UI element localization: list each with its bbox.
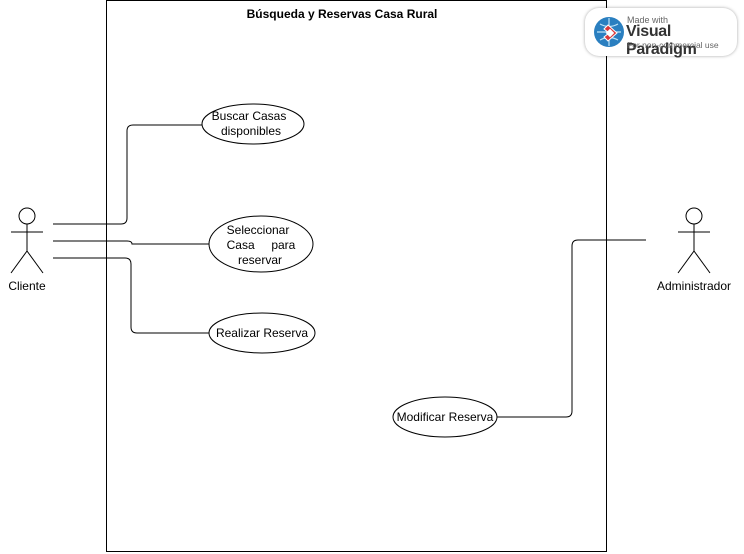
actor-head bbox=[18, 207, 36, 225]
association-modificar[interactable] bbox=[497, 239, 646, 418]
association-seleccionar[interactable] bbox=[53, 240, 210, 245]
visual-paradigm-badge[interactable]: Made with Visual Paradigm For non-commer… bbox=[585, 8, 737, 58]
usecase-buscar-label-1: Buscar Casas bbox=[212, 109, 287, 123]
association-realizar[interactable] bbox=[53, 257, 209, 334]
actor-administrador[interactable] bbox=[677, 207, 711, 274]
visual-paradigm-logo-icon bbox=[594, 17, 624, 47]
usecase-seleccionar-casa[interactable] bbox=[208, 215, 314, 273]
actor-head bbox=[685, 207, 703, 225]
association-buscar[interactable] bbox=[53, 124, 202, 225]
usecase-seleccionar-label-1: Seleccionar bbox=[227, 223, 290, 237]
usecase-realizar-reserva[interactable] bbox=[208, 312, 316, 354]
usecase-modificar-reserva[interactable] bbox=[392, 396, 498, 438]
usecase-modificar-label: Modificar Reserva bbox=[397, 410, 494, 424]
usecase-seleccionar-label-3: reservar bbox=[238, 253, 282, 267]
badge-brand: Visual Paradigm bbox=[626, 23, 697, 58]
badge-note: For non-commercial use bbox=[627, 40, 719, 50]
actor-administrador-label: Administrador bbox=[657, 279, 731, 293]
badge-made-with: Made with bbox=[627, 15, 669, 25]
usecase-seleccionar-label-2: Casa para bbox=[227, 238, 296, 252]
actor-cliente-label: Cliente bbox=[8, 279, 46, 293]
system-boundary[interactable] bbox=[106, 0, 607, 552]
usecase-buscar-label-2: disponibles bbox=[221, 124, 281, 138]
system-title: Búsqueda y Reservas Casa Rural bbox=[247, 7, 438, 21]
actor-cliente[interactable] bbox=[10, 207, 44, 274]
usecase-realizar-label: Realizar Reserva bbox=[216, 326, 308, 340]
usecase-buscar-casas[interactable] bbox=[201, 103, 305, 145]
